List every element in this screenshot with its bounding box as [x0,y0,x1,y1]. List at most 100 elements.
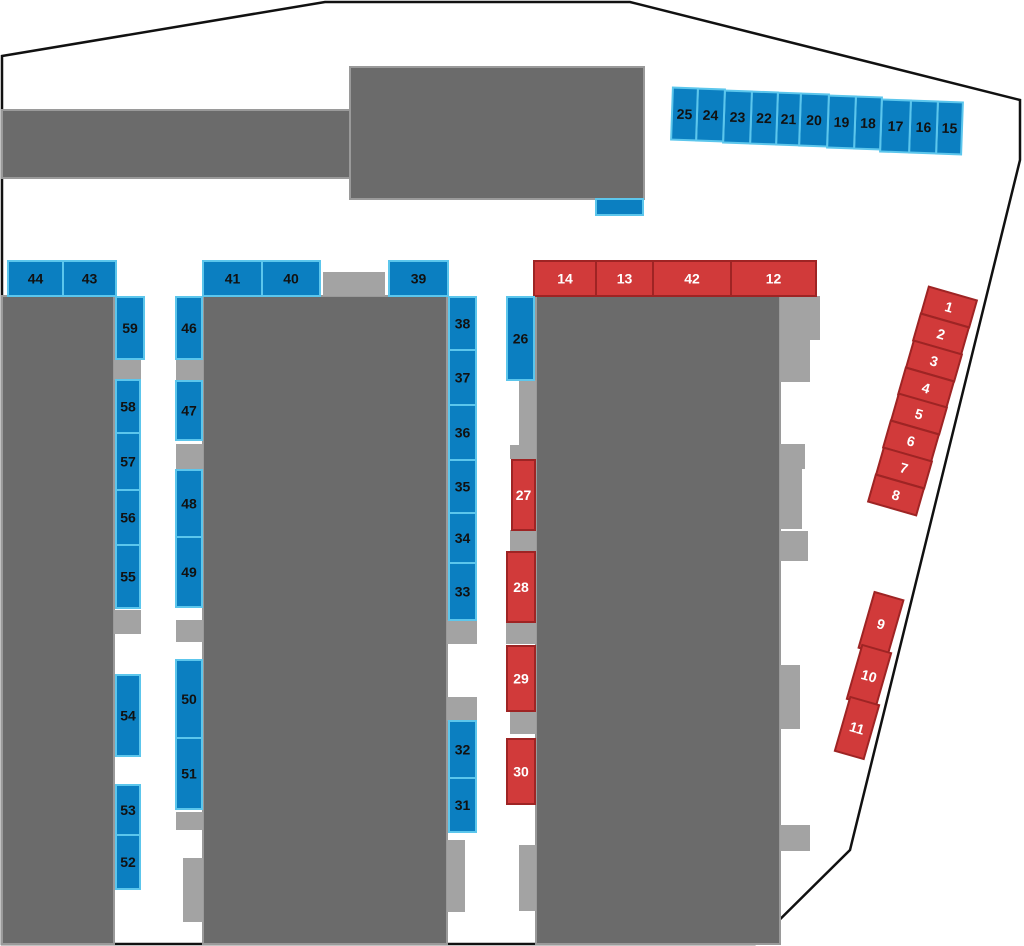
stall-23[interactable]: 23 [722,89,753,145]
stall-30[interactable]: 30 [506,738,536,805]
stall-19[interactable]: 19 [826,94,857,150]
stall-box [533,260,597,297]
annex-block [323,272,385,296]
stall-44[interactable]: 44 [7,260,64,297]
stall-unlabeled[interactable] [595,198,644,216]
stall-8[interactable]: 8 [866,473,926,517]
stall-29[interactable]: 29 [506,645,536,712]
stall-16[interactable]: 16 [908,99,939,155]
stall-12[interactable]: 12 [730,260,817,297]
stall-label: 38 [455,316,471,332]
stall-box [62,260,117,297]
stall-21[interactable]: 21 [775,91,802,147]
stall-box [175,536,203,608]
stall-box [670,86,699,142]
stall-label: 20 [806,112,822,129]
stall-47[interactable]: 47 [175,380,203,441]
stall-34[interactable]: 34 [448,512,477,564]
annex-block [114,360,141,380]
stall-54[interactable]: 54 [115,674,141,757]
stall-label: 24 [702,107,718,124]
stall-17[interactable]: 17 [879,98,912,154]
stall-48[interactable]: 48 [175,469,203,538]
stall-14[interactable]: 14 [533,260,597,297]
stall-label: 19 [833,114,849,131]
stall-55[interactable]: 55 [115,544,141,609]
stall-label: 36 [455,425,471,441]
stall-59[interactable]: 59 [115,296,145,360]
stall-38[interactable]: 38 [448,296,477,351]
annex-block [183,858,203,922]
stall-box [506,551,536,623]
stall-label: 11 [848,718,867,738]
stall-40[interactable]: 40 [261,260,321,297]
stall-box [7,260,64,297]
stall-26[interactable]: 26 [506,296,535,381]
stall-46[interactable]: 46 [175,296,203,360]
annex-block [447,620,477,644]
stall-36[interactable]: 36 [448,404,477,461]
hall-top-left-wing [1,109,351,179]
stall-32[interactable]: 32 [448,720,477,779]
annex-block [510,445,536,459]
annex-block [510,712,536,734]
stall-label: 42 [684,271,700,287]
stall-42[interactable]: 42 [652,260,732,297]
hall-east [535,295,781,945]
stall-label: 14 [557,271,573,287]
stall-label: 52 [120,854,136,870]
stall-box [115,834,141,890]
stall-15[interactable]: 15 [935,100,964,156]
stall-box [506,645,536,712]
stall-label: 56 [120,510,136,526]
stall-box [448,562,477,621]
stall-25[interactable]: 25 [670,86,699,142]
hall-top-center [349,66,645,200]
stall-24[interactable]: 24 [695,87,726,143]
stall-33[interactable]: 33 [448,562,477,621]
stall-41[interactable]: 41 [202,260,263,297]
stall-51[interactable]: 51 [175,737,203,810]
stall-11[interactable]: 11 [833,695,881,761]
stall-label: 41 [225,271,241,287]
annex-block [780,444,805,469]
stall-31[interactable]: 31 [448,777,477,833]
stall-label: 26 [513,331,529,347]
stall-box [833,695,881,761]
stall-37[interactable]: 37 [448,349,477,406]
stall-18[interactable]: 18 [853,95,883,151]
stall-43[interactable]: 43 [62,260,117,297]
annex-block [447,840,465,912]
stall-box [115,296,145,360]
stall-22[interactable]: 22 [749,90,779,146]
stall-label: 34 [455,530,471,546]
stall-35[interactable]: 35 [448,459,477,514]
stall-39[interactable]: 39 [388,260,449,297]
stall-49[interactable]: 49 [175,536,203,608]
stall-label: 28 [513,579,529,595]
stall-box [175,737,203,810]
stall-label: 33 [455,584,471,600]
stall-label: 15 [941,120,957,137]
stall-13[interactable]: 13 [595,260,654,297]
annex-block [780,665,800,729]
stall-box [175,469,203,538]
stall-58[interactable]: 58 [115,379,141,434]
stall-52[interactable]: 52 [115,834,141,890]
stall-label: 53 [120,802,136,818]
stall-box [175,659,203,739]
annex-block [780,531,808,561]
stall-label: 37 [455,370,471,386]
stall-50[interactable]: 50 [175,659,203,739]
annex-block [176,444,203,469]
stall-box [202,260,263,297]
stall-20[interactable]: 20 [798,92,830,148]
stall-label: 46 [181,320,197,336]
stall-57[interactable]: 57 [115,432,141,491]
stall-56[interactable]: 56 [115,489,141,546]
stall-28[interactable]: 28 [506,551,536,623]
stall-label: 10 [859,666,879,686]
stall-27[interactable]: 27 [511,459,536,531]
stall-label: 43 [82,271,98,287]
stall-53[interactable]: 53 [115,784,141,836]
